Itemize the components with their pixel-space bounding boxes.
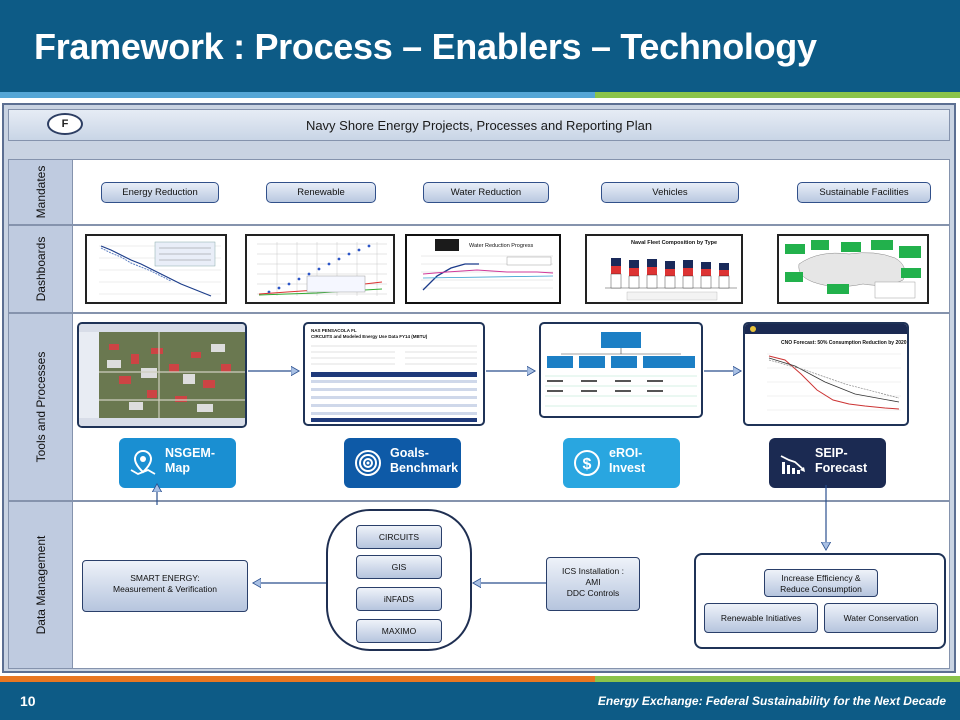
lane-dashboards: Dashboards — [8, 225, 950, 313]
forecast-chart-title: CNO Forecast: 50% Consumption Reduction … — [781, 340, 907, 346]
system-infads[interactable]: iNFADS — [356, 587, 442, 611]
outcomes-panel — [694, 553, 946, 649]
footer-stripe-orange — [0, 676, 595, 682]
app-label: NSGEM-Map — [165, 446, 215, 475]
lane-label-text: Dashboards — [33, 236, 48, 302]
app-label: Goals-Benchmark — [390, 446, 459, 475]
app-eroi-invest[interactable]: $ eROI-Invest — [563, 438, 680, 488]
tool-seip-forecast-chart[interactable]: CNO Forecast: 50% Consumption Reduction … — [743, 322, 909, 426]
system-maximo[interactable]: MAXIMO — [356, 619, 442, 643]
tool-eroi-invest-chart[interactable] — [539, 322, 703, 418]
mandate-renewable[interactable]: Renewable — [266, 182, 376, 203]
lane-label-text: Mandates — [33, 165, 48, 219]
map-pin-icon — [130, 449, 156, 475]
report-subtitle: CIRCUITS and Modeled Energy Use Data FY1… — [311, 334, 428, 339]
downtrend-chart-icon — [780, 455, 805, 474]
app-goals-benchmark[interactable]: Goals-Benchmark — [344, 438, 461, 488]
smart-energy-box[interactable]: SMART ENERGY: Measurement & Verification — [82, 560, 248, 612]
lane-tools-processes: Tools and Processes — [8, 313, 950, 501]
dashboard-facilities-map[interactable] — [777, 234, 929, 304]
plan-title-bar: F Navy Shore Energy Projects, Processes … — [8, 109, 950, 141]
lane-label: Data Management — [9, 502, 73, 668]
footer-stripe-green — [595, 676, 960, 682]
dashboard-renewable-chart[interactable] — [245, 234, 395, 304]
lane-label-text: Tools and Processes — [33, 351, 48, 463]
dollar-coin-icon: $ — [574, 450, 600, 476]
slide-footer: 10 Energy Exchange: Federal Sustainabili… — [0, 682, 960, 720]
slide-header: Framework : Process – Enablers – Technol… — [0, 0, 960, 92]
increase-efficiency-box[interactable]: Increase Efficiency & Reduce Consumption — [764, 569, 878, 597]
mandate-sustainable-facilities[interactable]: Sustainable Facilities — [797, 182, 931, 203]
renewable-initiatives-box[interactable]: Renewable Initiatives — [704, 603, 818, 633]
lane-label: Mandates — [9, 160, 73, 224]
lane-label: Dashboards — [9, 226, 73, 312]
framework-diagram: F Navy Shore Energy Projects, Processes … — [2, 103, 956, 673]
water-chart-title: Water Reduction Progress — [469, 243, 534, 249]
dashboard-energy-chart[interactable] — [85, 234, 227, 304]
tool-nsgem-map-screen[interactable] — [77, 322, 247, 428]
tool-goals-benchmark-report[interactable]: NAS PENSACOLA FL CIRCUITS and Modeled En… — [303, 322, 485, 426]
lane-label-text: Data Management — [33, 535, 48, 635]
water-conservation-box[interactable]: Water Conservation — [824, 603, 938, 633]
app-seip-forecast[interactable]: SEIP-Forecast — [769, 438, 886, 488]
lane-label: Tools and Processes — [9, 314, 73, 500]
slide-title: Framework : Process – Enablers – Technol… — [34, 26, 817, 67]
header-stripe-green — [595, 92, 960, 98]
system-circuits[interactable]: CIRCUITS — [356, 525, 442, 549]
mandate-water-reduction[interactable]: Water Reduction — [423, 182, 549, 203]
dashboard-fleet-chart[interactable]: Naval Fleet Composition by Type — [585, 234, 743, 304]
mandate-vehicles[interactable]: Vehicles — [601, 182, 739, 203]
report-title: NAS PENSACOLA FL — [311, 328, 357, 333]
plan-badge: F — [47, 113, 83, 135]
app-label: SEIP-Forecast — [815, 446, 868, 475]
footer-text: Energy Exchange: Federal Sustainability … — [597, 694, 946, 708]
svg-text:$: $ — [583, 456, 592, 473]
page-number: 10 — [20, 693, 36, 709]
ics-installation-box[interactable]: ICS Installation : AMI DDC Controls — [546, 557, 640, 611]
mandate-energy-reduction[interactable]: Energy Reduction — [101, 182, 219, 203]
fleet-chart-title: Naval Fleet Composition by Type — [631, 240, 717, 246]
plan-title: Navy Shore Energy Projects, Processes an… — [305, 118, 653, 133]
system-gis[interactable]: GIS — [356, 555, 442, 579]
app-nsgem-map[interactable]: NSGEM-Map — [119, 438, 236, 488]
lane-mandates: Mandates Energy Reduction Renewable Wate… — [8, 159, 950, 225]
app-label: eROI-Invest — [609, 446, 646, 475]
dashboard-water-chart[interactable]: Water Reduction Progress — [405, 234, 561, 304]
header-stripe-blue — [0, 92, 595, 98]
target-icon — [355, 450, 381, 476]
